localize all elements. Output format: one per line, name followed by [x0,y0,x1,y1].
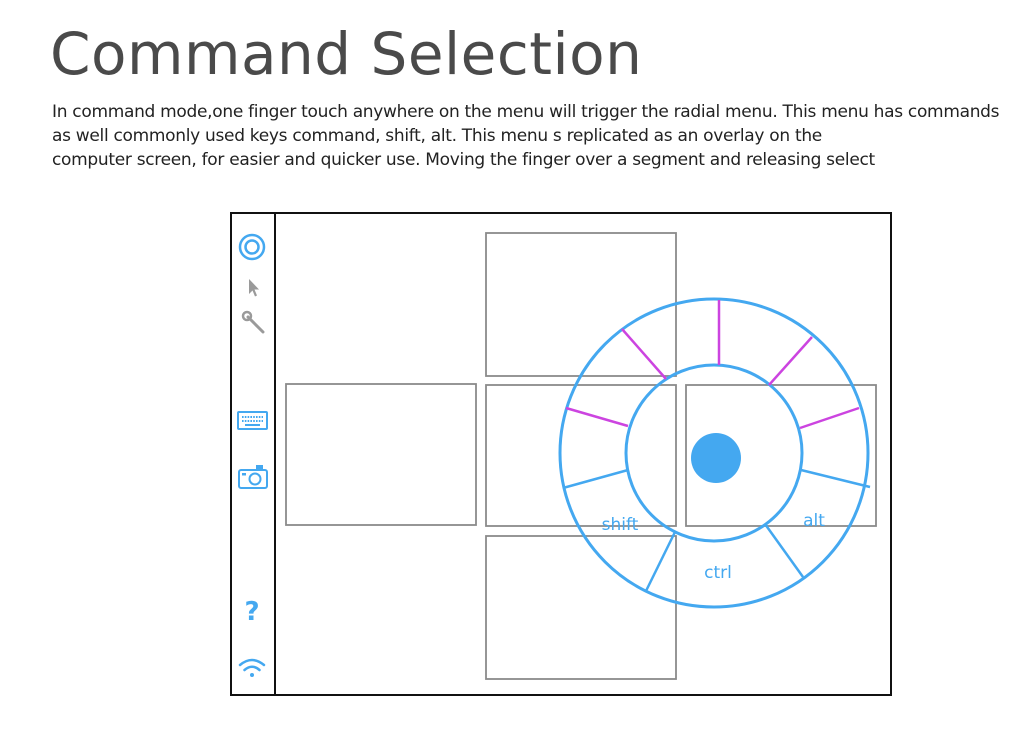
center-touch-point[interactable] [691,433,741,483]
camera-icon[interactable] [238,465,268,489]
pointer-icon[interactable] [249,279,259,297]
segment-divider [763,523,805,578]
window-center[interactable] [485,384,677,527]
shift-segment-label[interactable]: shift [602,515,639,535]
radial-menu-outer-ring [558,297,870,609]
keyboard-icon[interactable] [237,411,268,430]
svg-text:?: ? [244,597,259,627]
description-text: In command mode,one finger touch anywher… [52,100,1012,172]
segment-divider [800,468,871,489]
segment-divider-highlight [565,406,629,428]
ctrl-segment-label[interactable]: ctrl [704,563,732,583]
window-top[interactable] [485,232,677,377]
segment-divider-highlight [621,328,667,380]
description-line: In command mode,one finger touch anywher… [52,102,1000,122]
help-icon[interactable]: ? [244,597,259,627]
window-right[interactable] [685,384,877,527]
segment-divider [644,531,677,592]
radial-menu[interactable]: shift ctrl alt [558,297,871,609]
description-line: as well commonly used keys command, shif… [52,126,822,146]
wifi-icon[interactable] [238,658,266,677]
radial-menu-inner-ring [624,363,804,543]
window-left[interactable] [285,383,477,526]
alt-segment-label[interactable]: alt [803,511,825,531]
page-title: Command Selection [50,20,643,88]
window-bottom[interactable] [485,535,677,680]
wrench-icon[interactable] [241,310,265,334]
segment-divider-highlight [799,406,860,430]
target-icon[interactable] [238,233,266,261]
segment-divider-highlight [768,336,813,386]
description-line: computer screen, for easier and quicker … [52,150,875,170]
device-screen: ? shift c [230,212,892,696]
segment-divider [562,468,629,490]
